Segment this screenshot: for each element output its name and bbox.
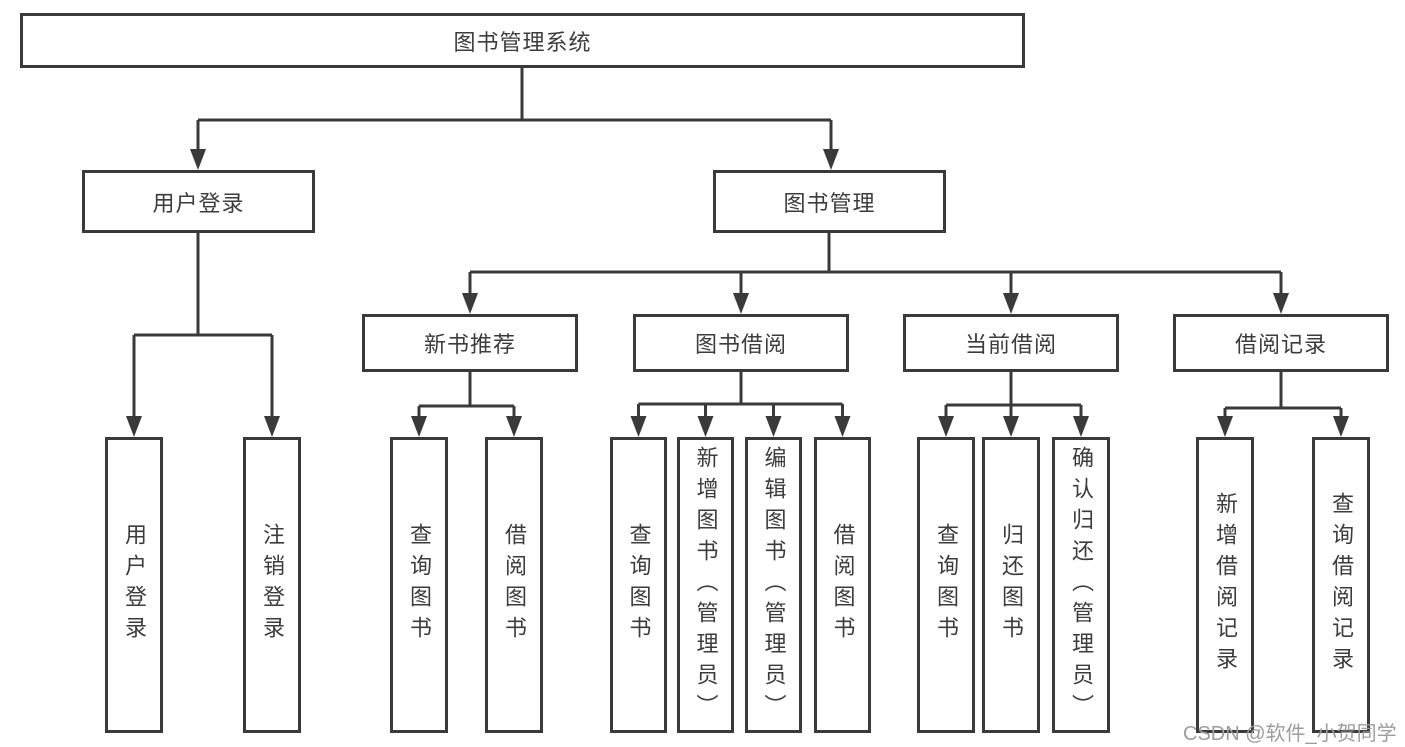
leaf-query-book-2: 查询图书 xyxy=(610,437,667,733)
node-book-borrow-label: 图书借阅 xyxy=(694,332,787,357)
leaf-borrow-book-2-label: 借阅图书 xyxy=(830,523,856,647)
leaf-add-borrow-record-label: 新增借阅记录 xyxy=(1213,492,1238,678)
leaf-user-login: 用户登录 xyxy=(105,437,163,733)
leaf-borrow-book-1: 借阅图书 xyxy=(485,437,543,733)
leaf-return-book: 归还图书 xyxy=(982,437,1040,733)
leaf-add-book-admin: 新增图书（管理员） xyxy=(677,437,734,733)
leaf-confirm-return-admin: 确认归还（管理员） xyxy=(1052,437,1110,733)
leaf-query-book-2-label: 查询图书 xyxy=(626,523,652,647)
node-user-login-label: 用户登录 xyxy=(152,190,245,216)
leaf-query-book-1: 查询图书 xyxy=(390,437,448,733)
node-borrow-records: 借阅记录 xyxy=(1173,314,1389,372)
leaf-return-book-label: 归还图书 xyxy=(999,523,1024,647)
leaf-query-borrow-record-label: 查询借阅记录 xyxy=(1329,492,1354,678)
leaf-query-borrow-record: 查询借阅记录 xyxy=(1312,437,1370,733)
leaf-user-login-label: 用户登录 xyxy=(122,523,147,647)
leaf-confirm-return-admin-label: 确认归还（管理员） xyxy=(1069,445,1094,725)
node-book-management-label: 图书管理 xyxy=(783,190,876,216)
node-new-book-recommend: 新书推荐 xyxy=(362,314,578,372)
leaf-query-book-3-label: 查询图书 xyxy=(934,523,959,647)
node-current-borrow: 当前借阅 xyxy=(903,314,1119,372)
arrowheads xyxy=(126,149,1349,437)
node-root: 图书管理系统 xyxy=(20,13,1025,68)
leaf-edit-book-admin-label: 编辑图书（管理员） xyxy=(761,445,787,725)
node-new-book-recommend-label: 新书推荐 xyxy=(423,332,516,357)
node-book-borrow: 图书借阅 xyxy=(633,314,849,372)
csdn-watermark: CSDN @软件_小贺同学 xyxy=(1183,723,1397,745)
node-current-borrow-label: 当前借阅 xyxy=(964,332,1057,357)
leaf-borrow-book-2: 借阅图书 xyxy=(814,437,871,733)
leaf-logout-label: 注销登录 xyxy=(260,523,285,647)
node-root-label: 图书管理系统 xyxy=(453,29,592,55)
node-book-management: 图书管理 xyxy=(713,170,946,233)
leaf-edit-book-admin: 编辑图书（管理员） xyxy=(745,437,802,733)
node-user-login: 用户登录 xyxy=(82,170,315,233)
leaf-logout: 注销登录 xyxy=(243,437,301,733)
node-borrow-records-label: 借阅记录 xyxy=(1234,332,1327,357)
leaf-add-book-admin-label: 新增图书（管理员） xyxy=(693,445,719,725)
leaf-query-book-1-label: 查询图书 xyxy=(407,523,432,647)
leaf-query-book-3: 查询图书 xyxy=(917,437,975,733)
leaf-borrow-book-1-label: 借阅图书 xyxy=(502,523,527,647)
leaf-add-borrow-record: 新增借阅记录 xyxy=(1196,437,1254,733)
